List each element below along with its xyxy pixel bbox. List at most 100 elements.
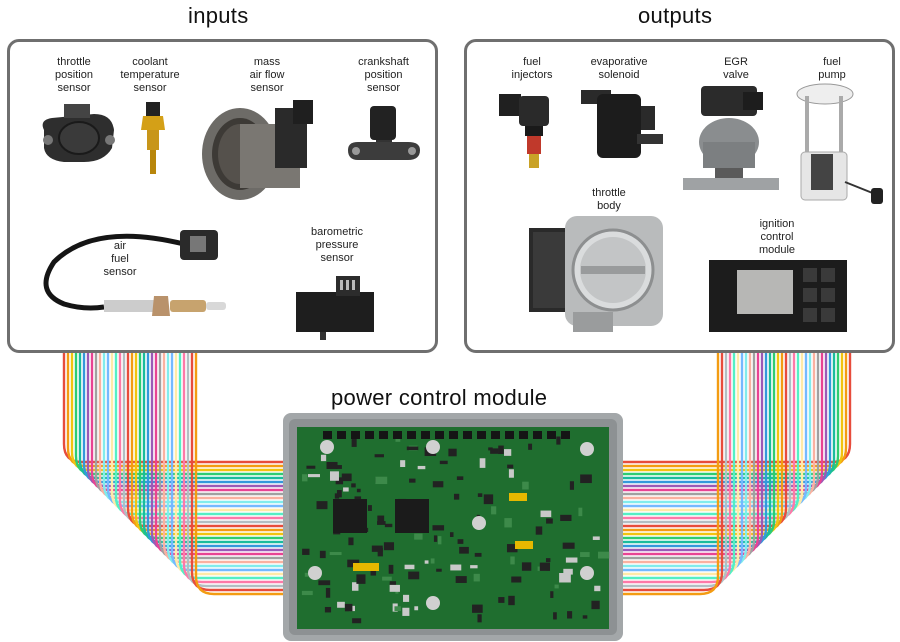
pcb-component xyxy=(432,481,444,488)
fuel-pump-image xyxy=(796,83,883,204)
barometric-pressure-sensor-image xyxy=(296,276,374,340)
pcb-component xyxy=(510,556,515,565)
pcb-component xyxy=(559,573,571,583)
pcb-component xyxy=(592,536,600,540)
pcb-component xyxy=(540,510,552,518)
output-wire xyxy=(606,352,836,480)
pcb-component xyxy=(554,584,559,589)
pcb-component xyxy=(403,594,410,602)
pcb-component xyxy=(383,542,395,551)
pcb-component xyxy=(521,562,532,571)
pcb-connector-pin xyxy=(533,431,542,439)
output-wire xyxy=(606,352,784,532)
pcb-component xyxy=(522,481,529,490)
pcb-component xyxy=(343,487,349,492)
egr-valve-image xyxy=(683,86,779,190)
input-wire xyxy=(98,352,300,500)
pcb-component xyxy=(424,560,429,564)
pcb-component xyxy=(432,525,445,531)
pcb-component xyxy=(474,552,482,557)
pcb-component xyxy=(348,537,354,546)
pcb-component xyxy=(456,476,464,480)
pcb-component xyxy=(472,604,483,613)
pcb-component xyxy=(326,461,338,469)
output-wire xyxy=(606,352,812,504)
pcb-component xyxy=(301,590,313,596)
outputs-title: outputs xyxy=(638,3,713,28)
pcb-component xyxy=(329,471,339,481)
pcb-component xyxy=(352,618,362,624)
pcb-component xyxy=(591,600,600,610)
input-wire xyxy=(102,352,300,504)
input-wire xyxy=(194,352,300,596)
pcb-component xyxy=(535,526,543,535)
pcb-component xyxy=(409,478,416,483)
pcb-component xyxy=(545,558,551,563)
pcb-component xyxy=(597,551,610,559)
pcb-component xyxy=(508,469,514,478)
pcb-connector-pin xyxy=(547,431,556,439)
pcb-component xyxy=(477,614,482,623)
pcb-component xyxy=(437,536,442,545)
pcb-component xyxy=(433,535,438,542)
pcb-component xyxy=(498,597,505,603)
pcb-component xyxy=(450,564,462,571)
pcb-component xyxy=(508,595,515,606)
pcb-component xyxy=(539,562,551,571)
pcb-component xyxy=(325,587,331,598)
input-wire xyxy=(94,352,300,496)
pcb-component xyxy=(351,483,356,488)
pcb-component xyxy=(417,465,426,470)
pcb-component xyxy=(306,465,316,469)
pcb-component xyxy=(356,574,366,584)
pcb-component xyxy=(304,572,309,577)
pcb-component xyxy=(449,532,454,537)
pcb-connector-pin xyxy=(365,431,374,439)
pcb-component xyxy=(384,523,393,528)
input-wire xyxy=(122,352,300,524)
pcb-component xyxy=(414,606,419,611)
pcb-component xyxy=(569,481,575,490)
pcb-component xyxy=(563,568,573,575)
mass-air-flow-sensor-image xyxy=(202,100,313,200)
pcb-component xyxy=(448,448,457,457)
pcb-component xyxy=(302,474,308,482)
pcb-component xyxy=(302,548,310,555)
pcb-component xyxy=(562,542,575,549)
pcb-component xyxy=(335,477,344,485)
pcb-component xyxy=(578,507,583,517)
pcb-connector-pin xyxy=(561,431,570,439)
pcb-component xyxy=(375,476,388,485)
pcb-component xyxy=(377,547,383,557)
pcb-component xyxy=(455,576,467,583)
pcb-component xyxy=(329,552,342,556)
pcb-component xyxy=(504,518,512,528)
crankshaft-position-sensor-image xyxy=(348,106,420,160)
pcb-connector-pin xyxy=(393,431,402,439)
pcb-component xyxy=(594,585,601,592)
pcb-component xyxy=(582,615,588,619)
pcb-component xyxy=(506,544,518,553)
pcb-component xyxy=(560,514,572,521)
pcb-component xyxy=(356,488,361,493)
pcb-component xyxy=(377,521,386,525)
pcb-component xyxy=(352,582,359,591)
pcb-component xyxy=(316,501,328,510)
pcb-component xyxy=(371,545,383,552)
input-wire xyxy=(70,352,300,472)
inputs-title: inputs xyxy=(188,3,249,28)
pcb-component xyxy=(459,546,469,554)
pcb-connector-pin xyxy=(491,431,500,439)
pcb-connector-pin xyxy=(463,431,472,439)
pcb-component xyxy=(580,474,592,484)
pcb-component xyxy=(470,565,478,569)
pcb-component xyxy=(319,550,326,559)
